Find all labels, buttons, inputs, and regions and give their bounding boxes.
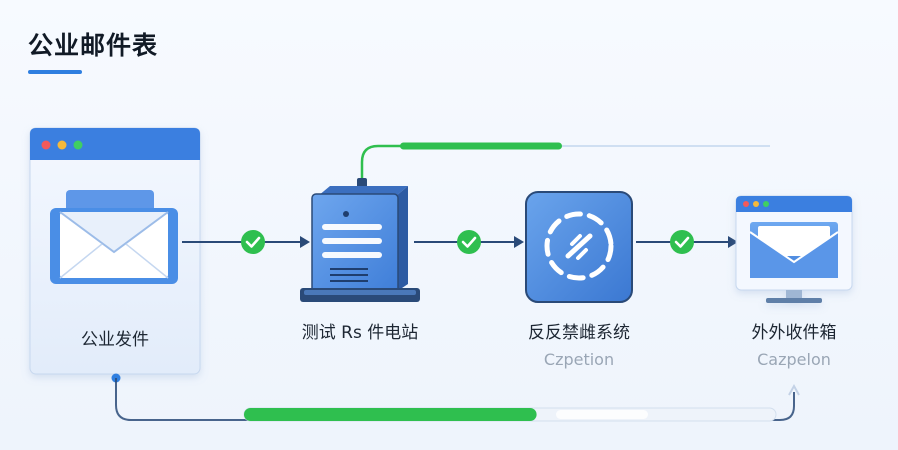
progress-fill bbox=[244, 408, 537, 421]
window-close-dot bbox=[41, 140, 51, 150]
window-maximize-dot bbox=[73, 140, 83, 150]
connector-2 bbox=[414, 230, 524, 254]
top-connector bbox=[360, 142, 770, 180]
window-minimize-dot bbox=[57, 140, 67, 150]
connector-3 bbox=[636, 230, 738, 254]
node-label-server: 测试 Rs 件电站 bbox=[301, 323, 419, 343]
node-label-filter: 反反禁雌系统 bbox=[528, 323, 630, 343]
node-label-sender: 公业发件 bbox=[81, 330, 149, 350]
node-sublabel-filter: Czpetion bbox=[543, 350, 615, 369]
page-title: 公业邮件表 bbox=[28, 31, 159, 60]
server-icon bbox=[300, 178, 420, 302]
envelope-icon bbox=[50, 190, 178, 284]
security-filter-icon bbox=[525, 191, 633, 303]
node-label-inbox: 外外收件箱 bbox=[751, 323, 837, 343]
title-underline bbox=[28, 70, 82, 74]
node-sublabel-inbox: Cazpelon bbox=[757, 350, 831, 369]
inbox-monitor-icon bbox=[735, 195, 853, 303]
connector-1 bbox=[182, 230, 310, 254]
progress-bar bbox=[243, 407, 777, 422]
